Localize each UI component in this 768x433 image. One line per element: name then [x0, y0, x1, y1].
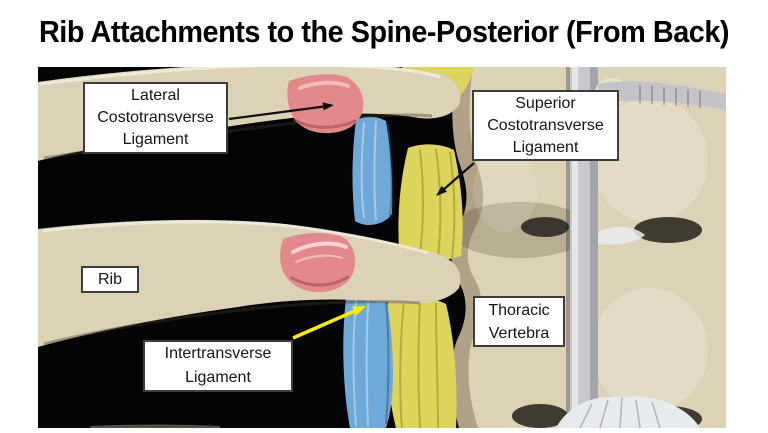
lower-rib-shadow — [43, 300, 421, 346]
vertebra-highlight — [592, 288, 708, 412]
lateral-arrowhead — [322, 102, 334, 111]
label-lateral-costotransverse-ligament: Lateral Costotransverse Ligament — [83, 82, 228, 154]
label-line: Rib — [97, 270, 122, 288]
blue-edge-shadow — [387, 123, 393, 217]
superior-costotransverse-ligament-shape — [386, 67, 474, 429]
label-line: Superior — [515, 94, 576, 112]
intertransverse-arrow-line — [292, 308, 358, 340]
yellow-striations — [419, 148, 456, 259]
pink-shadow — [290, 275, 350, 287]
label-line: Vertebra — [488, 324, 550, 342]
label-line: Intertransverse — [164, 345, 272, 362]
yellow-ligament-upper — [398, 144, 463, 261]
pink-gloss-highlight — [291, 241, 348, 254]
lower-rib-highlight — [41, 220, 429, 255]
label-line: Ligament — [185, 369, 251, 386]
vertebra-highlight — [473, 148, 537, 232]
vertebra-left-edge-shadow — [451, 67, 484, 428]
superior-arrowhead — [436, 185, 447, 196]
strip-seam — [566, 67, 570, 428]
label-line: Lateral — [131, 87, 180, 104]
yellow-striations — [399, 299, 439, 429]
costal-facet-recess — [521, 217, 569, 237]
label-intertransverse-ligament: Intertransverse Ligament — [143, 340, 293, 392]
label-line: Ligament — [512, 138, 579, 156]
annotation-arrows — [228, 102, 475, 340]
lateral-arrow-line — [228, 105, 325, 121]
pink-shadow — [293, 118, 357, 129]
costal-facet-recess — [512, 404, 568, 428]
label-line: Costotransverse — [487, 116, 604, 134]
pink-highlight — [298, 80, 350, 90]
strip-highlight — [572, 67, 578, 428]
label-thoracic-vertebra: Thoracic Vertebra — [473, 296, 565, 347]
band-striations — [639, 85, 701, 108]
label-superior-costotransverse-ligament: Superior Costotransverse Ligament — [472, 90, 619, 161]
label-line: Ligament — [122, 131, 189, 148]
label-rib: Rib — [81, 266, 139, 293]
vertebra-shade — [450, 202, 590, 258]
label-line: Costotransverse — [97, 109, 214, 126]
blue-highlight — [360, 120, 377, 221]
fan-striations — [579, 397, 661, 429]
ligamentum-band — [598, 81, 726, 110]
intertransverse-arrowhead — [352, 306, 366, 316]
superior-arrow-line — [442, 162, 475, 191]
costal-facet-recess — [634, 217, 702, 243]
strip-shadow — [590, 67, 598, 428]
blue-ligament-upper — [352, 116, 393, 226]
vertebra-highlight — [592, 98, 708, 222]
page-title: Rib Attachments to the Spine-Posterior (… — [38, 14, 730, 49]
interspinous-fan — [588, 226, 645, 245]
pink-gloss-highlight — [295, 254, 343, 263]
lower-rib — [38, 219, 461, 347]
bottom-bone-sliver — [90, 424, 220, 428]
yellow-ligament-lower — [386, 296, 457, 428]
label-line: Thoracic — [488, 301, 550, 319]
